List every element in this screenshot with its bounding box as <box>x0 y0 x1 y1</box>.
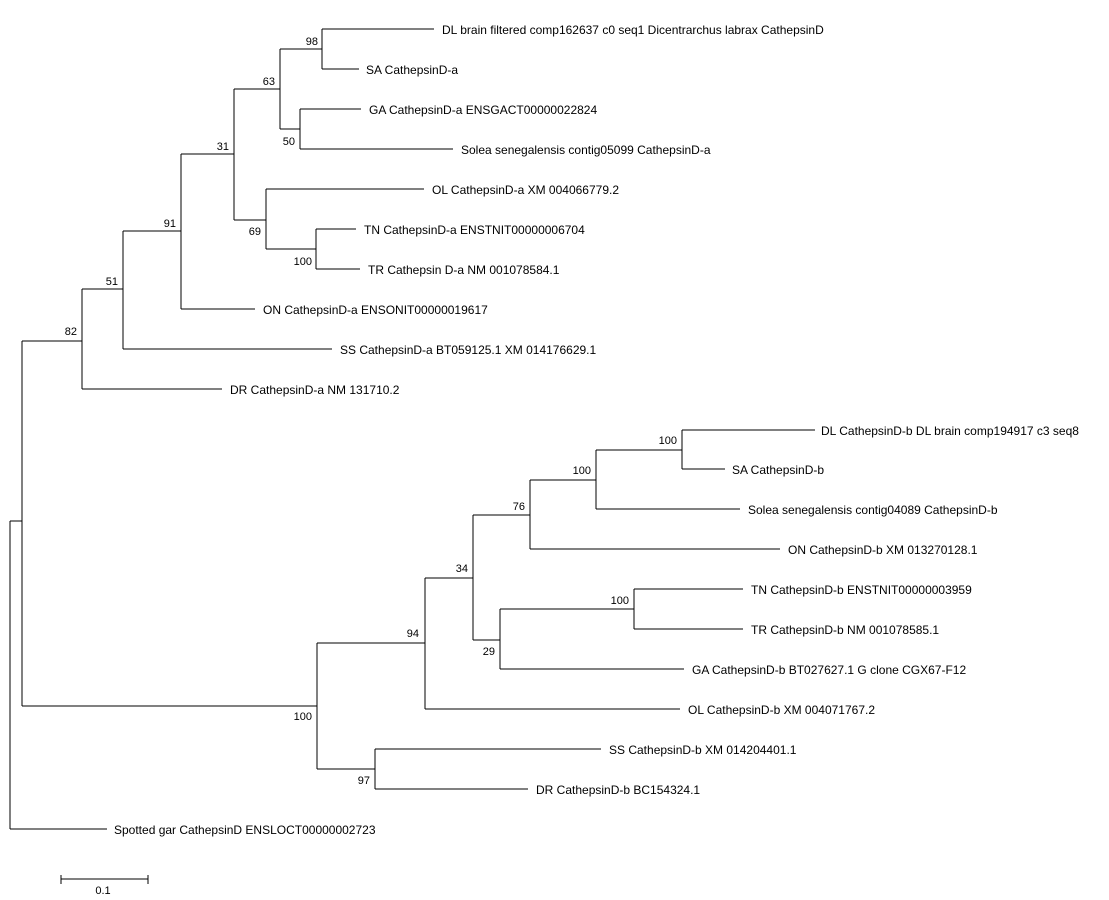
taxon-label: SA CathepsinD-b <box>732 463 824 477</box>
bootstrap-value: 100 <box>294 711 312 723</box>
bootstrap-value: 91 <box>164 218 176 230</box>
bootstrap-value: 98 <box>306 36 318 48</box>
taxon-label: DL CathepsinD-b DL brain comp194917 c3 s… <box>821 424 1079 438</box>
taxon-label: DL brain filtered comp162637 c0 seq1 Dic… <box>442 23 824 37</box>
bootstrap-value: 82 <box>65 326 77 338</box>
taxon-label: TN CathepsinD-b ENSTNIT00000003959 <box>751 583 972 597</box>
scale-bar: 0.1 <box>60 875 149 897</box>
bootstrap-value: 100 <box>659 435 677 447</box>
taxon-label: DR CathepsinD-a NM 131710.2 <box>230 383 400 397</box>
taxon-label: SS CathepsinD-b XM 014204401.1 <box>609 743 797 757</box>
taxon-label: TR CathepsinD-b NM 001078585.1 <box>751 623 939 637</box>
bootstrap-value: 50 <box>283 136 295 148</box>
taxon-label: SA CathepsinD-a <box>366 63 458 77</box>
bootstrap-value: 97 <box>358 775 370 787</box>
scale-bar-label: 0.1 <box>95 885 110 897</box>
bootstrap-value: 51 <box>106 276 118 288</box>
taxon-label: OL CathepsinD-a XM 004066779.2 <box>432 183 619 197</box>
tree-branches <box>9 28 815 830</box>
taxon-label: GA CathepsinD-a ENSGACT00000022824 <box>369 103 597 117</box>
taxon-label: ON CathepsinD-b XM 013270128.1 <box>788 543 978 557</box>
taxon-label: TN CathepsinD-a ENSTNIT00000006704 <box>364 223 585 237</box>
bootstrap-value: 100 <box>611 595 629 607</box>
taxon-label: SS CathepsinD-a BT059125.1 XM 014176629.… <box>340 343 596 357</box>
taxon-labels: DL brain filtered comp162637 c0 seq1 Dic… <box>114 23 1079 837</box>
taxon-label: GA CathepsinD-b BT027627.1 G clone CGX67… <box>692 663 966 677</box>
taxon-label: Solea senegalensis contig05099 Cathepsin… <box>461 143 711 157</box>
bootstrap-value: 69 <box>249 226 261 238</box>
taxon-label: Spotted gar CathepsinD ENSLOCT0000000272… <box>114 823 376 837</box>
taxon-label: OL CathepsinD-b XM 004071767.2 <box>688 703 875 717</box>
bootstrap-value: 76 <box>513 501 525 513</box>
bootstrap-value: 29 <box>483 646 495 658</box>
bootstrap-value: 100 <box>294 256 312 268</box>
bootstrap-value: 94 <box>407 628 419 640</box>
taxon-label: Solea senegalensis contig04089 Cathepsin… <box>748 503 998 517</box>
bootstrap-values: 98 63 50 31 69 100 91 51 82 100 100 76 3… <box>65 36 677 787</box>
bootstrap-value: 31 <box>217 141 229 153</box>
taxon-label: DR CathepsinD-b BC154324.1 <box>536 783 700 797</box>
bootstrap-value: 100 <box>573 465 591 477</box>
bootstrap-value: 34 <box>456 563 468 575</box>
taxon-label: TR Cathepsin D-a NM 001078584.1 <box>368 263 560 277</box>
bootstrap-value: 63 <box>263 76 275 88</box>
taxon-label: ON CathepsinD-a ENSONIT00000019617 <box>263 303 488 317</box>
